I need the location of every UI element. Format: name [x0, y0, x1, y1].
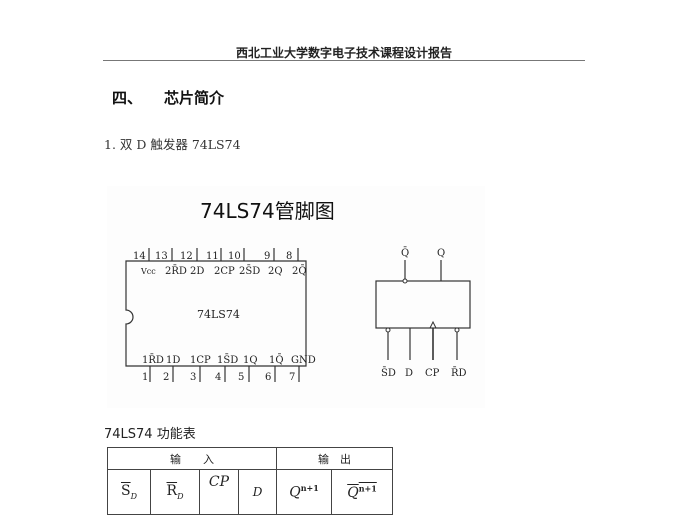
svg-text:3: 3 [190, 372, 196, 383]
svg-text:8: 8 [286, 251, 292, 262]
svg-text:GND: GND [291, 355, 316, 366]
cp-input-label: CP [425, 368, 440, 379]
table-group-header-row: 输 入 输 出 [107, 447, 393, 470]
bottom-pin-ticks [149, 366, 300, 382]
svg-text:14: 14 [133, 251, 146, 262]
table-caption: 74LS74 功能表 [104, 427, 196, 442]
svg-text:Vcc: Vcc [140, 267, 156, 276]
svg-text:6: 6 [265, 372, 271, 383]
col-rd: RD [150, 469, 200, 515]
col-q-next: Qn+1 [276, 469, 332, 515]
q-output-label: Q [437, 248, 445, 259]
item-heading: 1. 双 D 触发器 74LS74 [104, 137, 241, 152]
outputs-header: 输 出 [276, 447, 393, 470]
header-rule [103, 60, 585, 61]
svg-text:1CP: 1CP [190, 355, 211, 366]
pinout-diagram: 14 13 12 11 10 9 8 Vcc 2R̄D 2D 2CP 2S̄D … [125, 247, 471, 383]
inputs-header: 输 入 [107, 447, 277, 470]
svg-text:7: 7 [289, 372, 295, 383]
svg-text:5: 5 [238, 372, 244, 383]
qbar-output-label: Q̄ [401, 247, 409, 259]
svg-text:2D: 2D [190, 266, 204, 277]
section-title: 芯片简介 [164, 89, 225, 107]
svg-text:9: 9 [264, 251, 270, 262]
col-qbar-next: Qn+1 [331, 469, 393, 515]
top-pin-names: Vcc 2R̄D 2D 2CP 2S̄D 2Q 2Q̄ [140, 265, 307, 277]
function-table: 输 入 输 出 SD RD CP D Qn+1 Qn+1 [107, 447, 393, 515]
svg-text:2Q̄: 2Q̄ [292, 265, 307, 277]
svg-text:2CP: 2CP [214, 266, 235, 277]
bottom-pin-numbers: 1 2 3 4 5 6 7 [142, 372, 295, 383]
svg-text:11: 11 [206, 251, 219, 262]
svg-text:1: 1 [142, 372, 148, 383]
bottom-pin-names: 1R̄D 1D 1CP 1S̄D 1Q 1Q̄ GND [142, 354, 316, 366]
col-sd: SD [107, 469, 151, 515]
svg-text:2R̄D: 2R̄D [165, 265, 187, 277]
svg-text:2S̄D: 2S̄D [239, 265, 260, 277]
flipflop-logic-symbol: Q̄ Q S̄D D CP R̄D [375, 247, 471, 379]
svg-text:1Q: 1Q [243, 355, 258, 366]
sd-input-label: S̄D [381, 367, 396, 379]
svg-text:1R̄D: 1R̄D [142, 354, 164, 366]
svg-text:13: 13 [155, 251, 168, 262]
svg-text:1D: 1D [166, 355, 180, 366]
figure-title: 74LS74管脚图 [200, 199, 335, 223]
top-pin-ticks [148, 248, 299, 261]
svg-text:4: 4 [215, 372, 221, 383]
chip-name: 74LS74 [197, 308, 240, 321]
col-cp: CP [199, 469, 239, 515]
section-heading: 四、 芯片简介 [112, 87, 224, 108]
svg-text:10: 10 [228, 251, 241, 262]
svg-text:2: 2 [163, 372, 169, 383]
d-input-label: D [405, 368, 413, 379]
rd-input-label: R̄D [451, 367, 467, 379]
section-number: 四、 [112, 89, 143, 107]
chip-body [125, 260, 307, 367]
svg-text:1Q̄: 1Q̄ [269, 354, 284, 366]
pinout-figure [107, 186, 485, 408]
table-column-header-row: SD RD CP D Qn+1 Qn+1 [107, 469, 393, 515]
svg-text:12: 12 [180, 251, 193, 262]
svg-text:1S̄D: 1S̄D [217, 354, 238, 366]
col-d: D [238, 469, 277, 515]
svg-text:2Q: 2Q [268, 266, 283, 277]
running-header: 西北工业大学数字电子技术课程设计报告 [235, 46, 452, 60]
top-pin-numbers: 14 13 12 11 10 9 8 [133, 251, 292, 262]
